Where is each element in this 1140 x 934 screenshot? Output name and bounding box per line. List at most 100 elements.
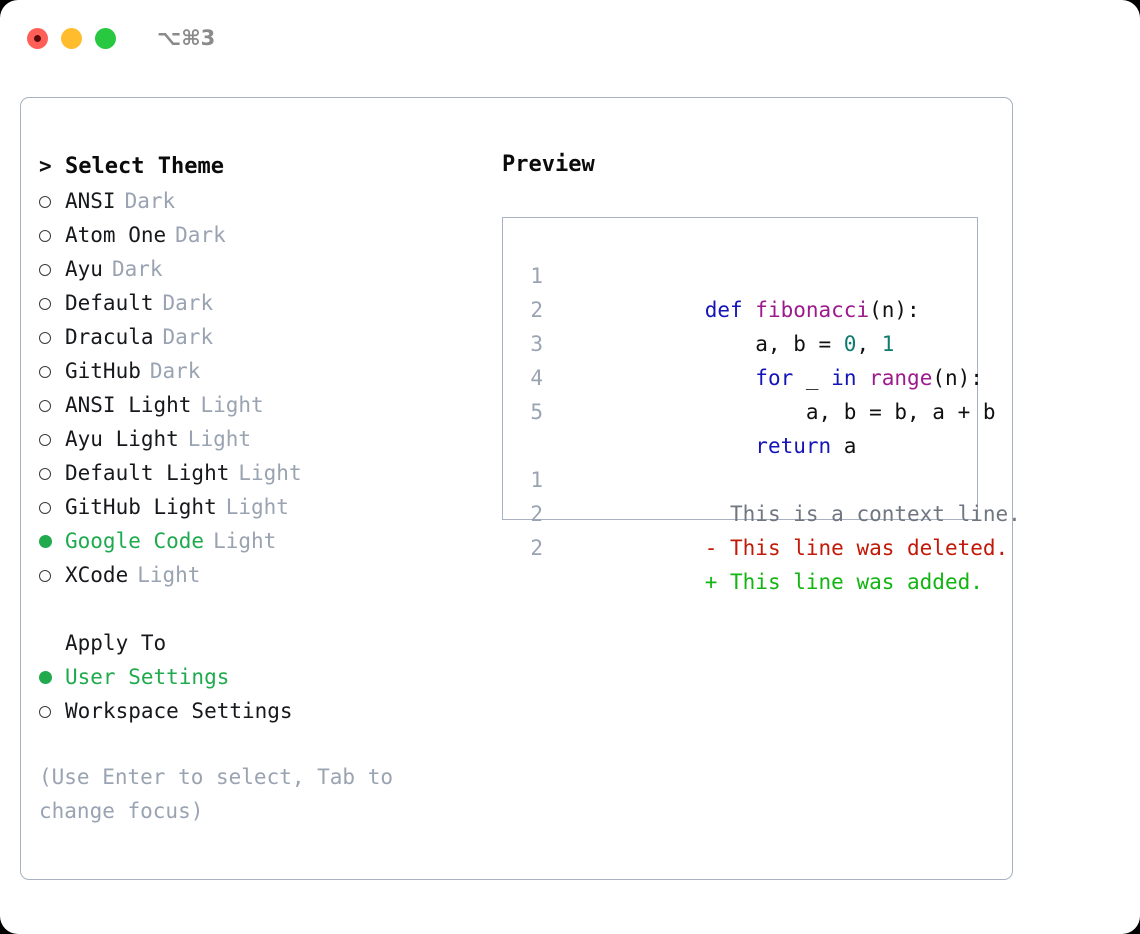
minimize-button[interactable] — [61, 27, 82, 49]
code-token: (n): — [869, 298, 920, 322]
code-line: 5 return a — [519, 395, 977, 458]
theme-item-ansi[interactable]: ANSI Dark — [39, 184, 479, 218]
recording-indicator-icon — [34, 34, 41, 42]
line-number: 5 — [530, 400, 543, 424]
theme-item-label: Dracula — [65, 325, 154, 349]
theme-item-tag: Light — [213, 529, 277, 553]
theme-item-tag: Light — [187, 427, 252, 451]
keyboard-shortcut-label: ⌥⌘3 — [157, 26, 216, 50]
radio-unselected-icon — [39, 332, 65, 344]
preview-box: 1 def fibonacci(n): 2 a, b = 0, 1 3 for … — [502, 217, 1021, 594]
code-token — [705, 434, 756, 458]
theme-item-label: GitHub — [65, 359, 141, 383]
keyboard-hint-text: (Use Enter to select, Tab to change focu… — [39, 765, 394, 823]
apply-to-user-settings[interactable]: User Settings — [39, 660, 479, 694]
theme-item-label: Atom One — [65, 223, 167, 247]
theme-item-google-code[interactable]: Google Code Light — [39, 524, 479, 558]
theme-item-github-light[interactable]: GitHub Light Light — [39, 490, 479, 524]
close-button[interactable] — [27, 27, 48, 49]
line-number: 3 — [530, 332, 543, 356]
code-token: (n): — [932, 366, 983, 390]
theme-item-default[interactable]: Default Dark — [39, 286, 479, 320]
line-number: 2 — [530, 298, 543, 322]
theme-item-label: Default Light — [65, 461, 230, 485]
apply-to-item-label: User Settings — [65, 665, 230, 689]
theme-item-github[interactable]: GitHub Dark — [39, 354, 479, 388]
code-token: , — [856, 332, 882, 356]
theme-picker-heading-label: Select Theme — [65, 154, 224, 179]
radio-unselected-icon — [39, 196, 65, 208]
theme-item-xcode[interactable]: XCode Light — [39, 558, 479, 592]
code-token: for — [755, 366, 794, 390]
apply-to-heading-label: Apply To — [65, 631, 167, 655]
theme-item-label: GitHub Light — [65, 495, 217, 519]
theme-item-label: Default — [65, 291, 154, 315]
code-token: 0 — [843, 332, 857, 356]
code-token: fibonacci — [755, 298, 870, 322]
diff-text: This line was deleted. — [717, 536, 1009, 560]
radio-unselected-icon — [39, 230, 65, 242]
main-panel: > Select Theme ANSI Dark Atom One Dark A… — [20, 97, 1021, 880]
code-line: 4 a, b = b, a + b — [519, 361, 995, 424]
title-bar: ⌥⌘3 — [0, 0, 1140, 76]
code-token: return — [755, 434, 832, 458]
radio-unselected-icon — [39, 298, 65, 310]
theme-item-tag: Light — [200, 393, 264, 417]
theme-item-tag: Dark — [149, 359, 201, 383]
preview-title-label: Preview — [502, 152, 595, 177]
apply-to-item-label: Workspace Settings — [65, 699, 293, 723]
maximize-button[interactable] — [95, 27, 116, 49]
theme-item-tag: Dark — [162, 325, 214, 349]
theme-item-ayu[interactable]: Ayu Dark — [39, 252, 479, 286]
line-number: 1 — [530, 468, 543, 492]
diff-marker: - — [704, 536, 718, 560]
code-token: a, b = — [704, 332, 844, 356]
caret-icon: > — [39, 156, 65, 177]
section-spacer — [39, 592, 479, 626]
theme-item-ansi-light[interactable]: ANSI Light Light — [39, 388, 479, 422]
theme-item-tag: Light — [238, 461, 302, 485]
radio-selected-icon — [39, 535, 65, 548]
code-token: _ — [793, 366, 832, 390]
caret-glyph: > — [39, 154, 52, 178]
diff-text: This line was added. — [717, 570, 983, 594]
theme-item-tag: Light — [225, 495, 289, 519]
window-controls — [27, 27, 116, 49]
code-line: 3 for _ in range(n): — [519, 327, 983, 390]
theme-item-tag: Dark — [111, 257, 163, 281]
theme-item-label: XCode — [65, 563, 129, 587]
theme-item-ayu-light[interactable]: Ayu Light Light — [39, 422, 479, 456]
theme-item-atom-one[interactable]: Atom One Dark — [39, 218, 479, 252]
radio-unselected-icon — [39, 570, 65, 582]
theme-item-label: ANSI Light — [65, 393, 192, 417]
line-number: 4 — [530, 366, 543, 390]
preview-column: Preview 1 def fibonacci(n): 2 a, b = 0, … — [502, 150, 1021, 594]
radio-unselected-icon — [39, 468, 65, 480]
radio-unselected-icon — [39, 502, 65, 514]
radio-unselected-icon — [39, 706, 65, 718]
code-token: a, b = b, a + b — [704, 400, 996, 424]
diff-line-deleted: 2 - This line was deleted. — [519, 497, 1008, 560]
theme-item-dracula[interactable]: Dracula Dark — [39, 320, 479, 354]
code-token: def — [704, 298, 756, 322]
code-token: in — [831, 366, 857, 390]
theme-item-label: Ayu Light — [65, 427, 179, 451]
theme-item-tag: Dark — [162, 291, 214, 315]
theme-item-default-light[interactable]: Default Light Light — [39, 456, 479, 490]
theme-item-tag: Dark — [175, 223, 226, 247]
radio-unselected-icon — [39, 400, 65, 412]
diff-line-context: 1 This is a context line. — [519, 463, 1020, 526]
radio-unselected-icon — [39, 366, 65, 378]
radio-unselected-icon — [39, 434, 65, 446]
code-line: 2 a, b = 0, 1 — [519, 293, 977, 356]
theme-item-label: ANSI — [65, 189, 116, 213]
theme-item-tag: Light — [137, 563, 201, 587]
apply-to-workspace-settings[interactable]: Workspace Settings — [39, 694, 479, 728]
code-line: 1 def fibonacci(n): — [519, 259, 977, 322]
code-token: 1 — [881, 332, 895, 356]
theme-picker-column: > Select Theme ANSI Dark Atom One Dark A… — [39, 150, 479, 828]
theme-item-label: Google Code — [65, 529, 205, 553]
line-number: 2 — [530, 536, 543, 560]
theme-item-label: Ayu — [65, 257, 103, 281]
